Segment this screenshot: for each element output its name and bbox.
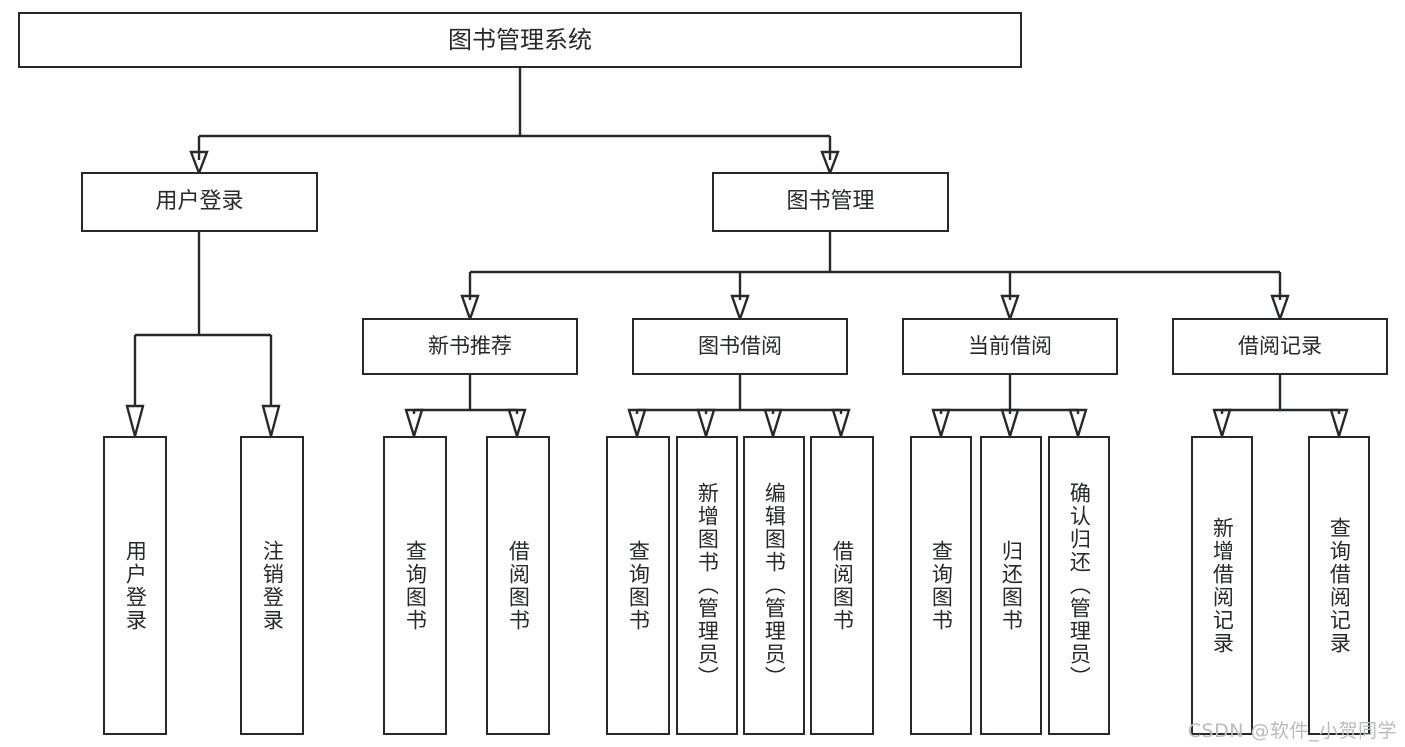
leaf-borrow-query-book[interactable]: 查询图书 bbox=[606, 436, 670, 735]
leaf-current-confirm-return-admin[interactable]: 确认归还（管理员） bbox=[1048, 436, 1110, 735]
leaf-user-login-login[interactable]: 用户登录 bbox=[103, 436, 167, 735]
leaf-borrow-add-book-admin[interactable]: 新增图书（管理员） bbox=[676, 436, 738, 735]
leaf-user-login-logout[interactable]: 注销登录 bbox=[240, 436, 304, 735]
leaf-new-book-query[interactable]: 查询图书 bbox=[383, 436, 447, 735]
leaf-label: 查询图书 bbox=[626, 539, 651, 632]
csdn-watermark: CSDN @软件_小贺同学 bbox=[1187, 720, 1397, 742]
leaf-label: 借阅图书 bbox=[830, 539, 855, 632]
leaf-current-query-book[interactable]: 查询图书 bbox=[910, 436, 972, 735]
leaf-label: 归还图书 bbox=[999, 539, 1024, 632]
node-book-management[interactable]: 图书管理 bbox=[712, 172, 949, 232]
leaf-record-add-record[interactable]: 新增借阅记录 bbox=[1191, 436, 1253, 735]
leaf-current-return-book[interactable]: 归还图书 bbox=[980, 436, 1042, 735]
leaf-label: 查询图书 bbox=[403, 539, 428, 632]
node-new-book-recommend[interactable]: 新书推荐 bbox=[362, 318, 578, 375]
node-root-system[interactable]: 图书管理系统 bbox=[18, 12, 1022, 68]
leaf-label: 编辑图书（管理员） bbox=[762, 482, 787, 689]
leaf-borrow-edit-book-admin[interactable]: 编辑图书（管理员） bbox=[743, 436, 805, 735]
leaf-borrow-borrow-book[interactable]: 借阅图书 bbox=[810, 436, 874, 735]
node-current-borrow[interactable]: 当前借阅 bbox=[902, 318, 1118, 375]
leaf-label: 注销登录 bbox=[260, 539, 285, 632]
leaf-label: 查询借阅记录 bbox=[1327, 516, 1352, 655]
leaf-label: 借阅图书 bbox=[506, 539, 531, 632]
leaf-new-book-borrow[interactable]: 借阅图书 bbox=[486, 436, 550, 735]
node-book-borrow[interactable]: 图书借阅 bbox=[632, 318, 848, 375]
node-borrow-record[interactable]: 借阅记录 bbox=[1172, 318, 1388, 375]
leaf-label: 新增图书（管理员） bbox=[695, 482, 720, 689]
leaf-label: 新增借阅记录 bbox=[1210, 516, 1235, 655]
leaf-label: 用户登录 bbox=[123, 539, 148, 632]
node-user-login[interactable]: 用户登录 bbox=[81, 172, 318, 232]
leaf-label: 确认归还（管理员） bbox=[1067, 482, 1092, 689]
leaf-label: 查询图书 bbox=[929, 539, 954, 632]
leaf-record-query-record[interactable]: 查询借阅记录 bbox=[1308, 436, 1370, 735]
